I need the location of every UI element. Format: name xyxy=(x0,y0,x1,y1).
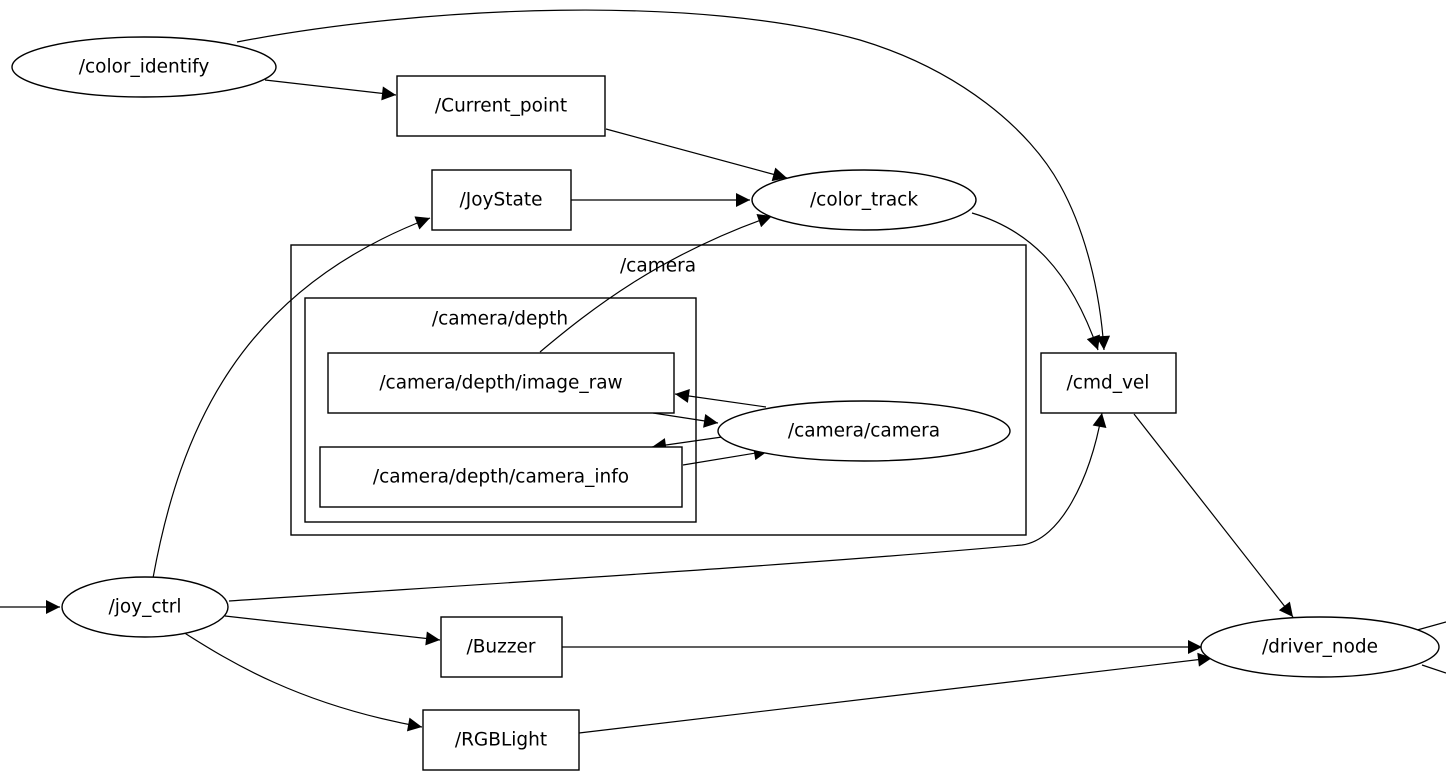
edge-color-track-to-cmd-vel xyxy=(971,212,1100,351)
edge-camera-camera-to-image-raw xyxy=(674,389,767,408)
edge-driver-node-out-lower xyxy=(1421,664,1446,674)
topic-rgblight[interactable]: /RGBLight xyxy=(422,709,580,771)
edge-color-identify-to-cmd-vel xyxy=(236,9,1111,351)
edge-image-raw-to-camera-camera xyxy=(652,412,719,428)
cluster-camera-depth: /camera/depth xyxy=(304,297,697,523)
topic-joystate-label: /JoyState xyxy=(460,190,543,211)
edge-color-identify-to-current-point xyxy=(264,79,397,101)
edge-joy-ctrl-to-buzzer xyxy=(224,615,441,646)
edge-rgblight-to-driver-node xyxy=(578,652,1213,734)
topic-current-point-label: /Current_point xyxy=(435,96,567,117)
cluster-camera: /camera xyxy=(290,244,1027,536)
node-driver-node[interactable]: /driver_node xyxy=(1200,616,1440,678)
topic-camera-info-label: /camera/depth/camera_info xyxy=(373,467,629,488)
edges xyxy=(0,9,1446,734)
edge-cmd-vel-to-driver-node xyxy=(1133,413,1294,618)
edge-image-raw-to-color-track xyxy=(539,213,773,353)
topic-buzzer[interactable]: /Buzzer xyxy=(440,616,563,678)
topic-buzzer-label: /Buzzer xyxy=(466,637,535,658)
node-joy-ctrl[interactable]: /joy_ctrl xyxy=(61,576,229,638)
cluster-camera-depth-label: /camera/depth xyxy=(432,309,568,330)
topic-cmd-vel[interactable]: /cmd_vel xyxy=(1040,352,1177,414)
edge-joy-ctrl-to-joystate xyxy=(152,216,431,579)
topic-image-raw-label: /camera/depth/image_raw xyxy=(379,373,622,394)
node-driver-node-label: /driver_node xyxy=(1262,637,1378,658)
node-camera-camera-label: /camera/camera xyxy=(788,421,940,442)
node-color-track[interactable]: /color_track xyxy=(751,169,977,231)
node-color-identify[interactable]: /color_identify xyxy=(11,36,277,98)
topic-camera-depth-image-raw[interactable]: /camera/depth/image_raw xyxy=(327,352,675,414)
topic-rgblight-label: /RGBLight xyxy=(455,730,547,751)
edge-joy-ctrl-to-rgblight xyxy=(182,631,423,732)
edge-current-point-to-color-track xyxy=(605,128,788,182)
node-joy-ctrl-label: /joy_ctrl xyxy=(108,597,181,618)
topic-joystate[interactable]: /JoyState xyxy=(431,169,572,231)
edge-camera-info-to-camera-camera xyxy=(682,446,769,466)
topic-current-point[interactable]: /Current_point xyxy=(396,75,606,137)
topic-camera-depth-camera-info[interactable]: /camera/depth/camera_info xyxy=(319,446,683,508)
cluster-camera-label: /camera xyxy=(620,256,696,277)
node-camera-camera[interactable]: /camera/camera xyxy=(717,400,1011,462)
node-color-identify-label: /color_identify xyxy=(79,57,210,78)
edge-camera-camera-to-camera-info xyxy=(651,436,723,452)
node-color-track-label: /color_track xyxy=(810,190,918,211)
edge-joy-ctrl-to-cmd-vel xyxy=(228,412,1107,602)
topic-cmd-vel-label: /cmd_vel xyxy=(1067,373,1150,394)
